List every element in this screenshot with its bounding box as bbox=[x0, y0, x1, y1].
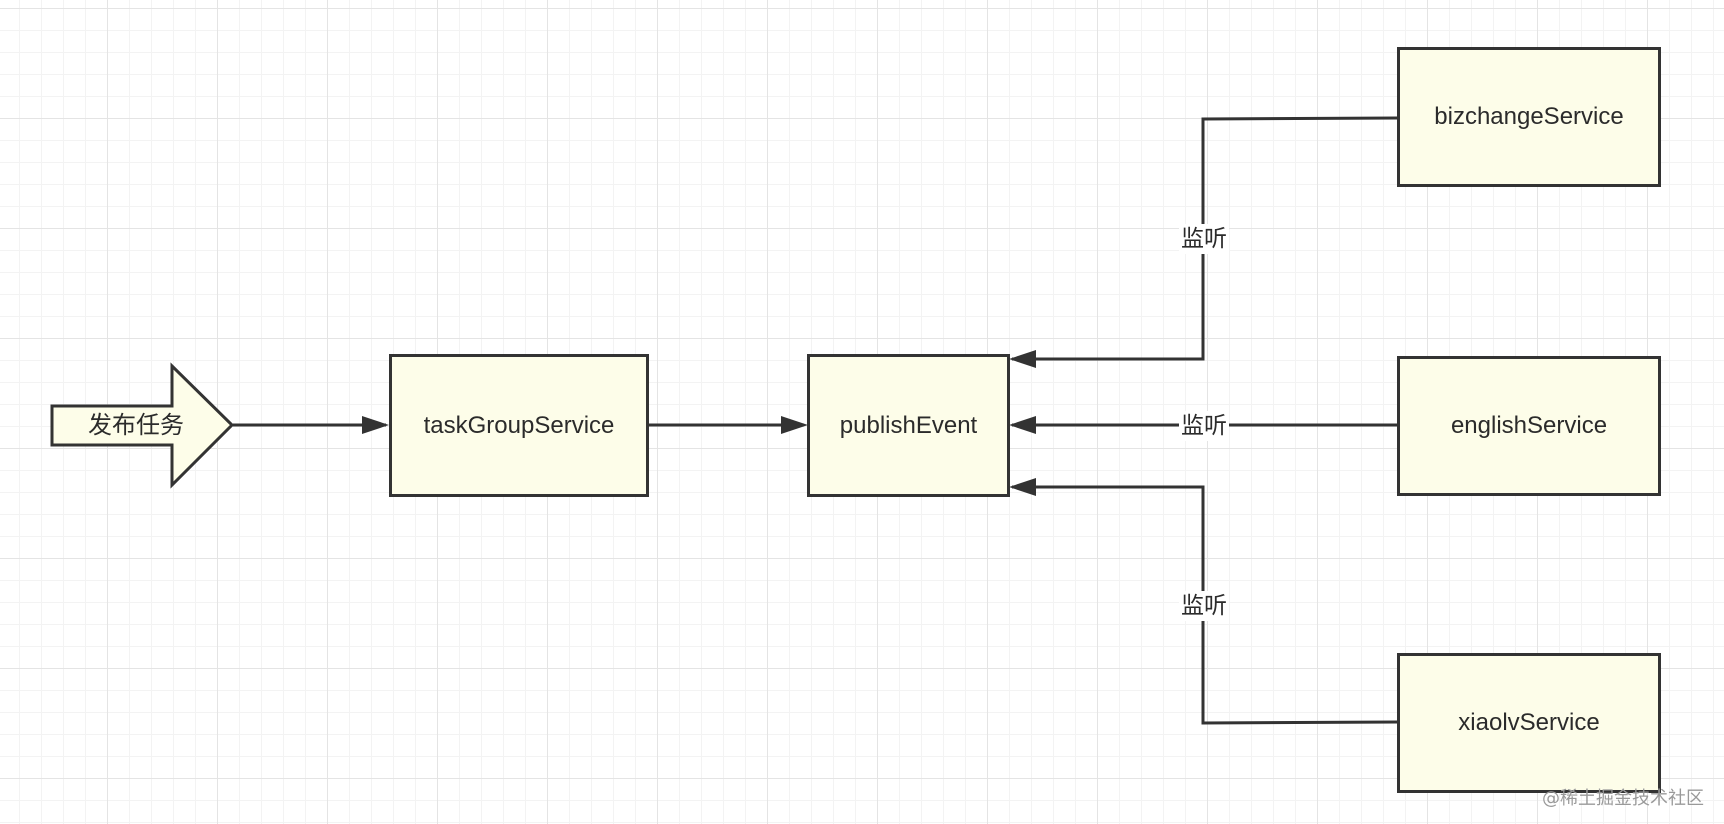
publish-task-label: 发布任务 bbox=[88, 411, 184, 439]
english-service-box[interactable]: englishService bbox=[1397, 356, 1661, 496]
bizchange-service-box[interactable]: bizchangeService bbox=[1397, 47, 1661, 187]
publish-task-arrow-shape bbox=[50, 362, 235, 489]
edge-label-bizchange: 监听 bbox=[1179, 224, 1229, 254]
english-service-label: englishService bbox=[1450, 412, 1608, 439]
xiaolv-service-label: xiaolvService bbox=[1458, 709, 1600, 736]
publish-event-box[interactable]: publishEvent bbox=[807, 354, 1010, 497]
task-group-service-label: taskGroupService bbox=[423, 411, 615, 439]
arrowhead-bizchange bbox=[1009, 350, 1036, 368]
xiaolv-service-box[interactable]: xiaolvService bbox=[1397, 653, 1661, 793]
edge-label-english: 监听 bbox=[1179, 411, 1229, 441]
arrowhead-taskgroup bbox=[362, 416, 389, 434]
publish-event-label: publishEvent bbox=[839, 411, 978, 439]
task-group-service-box[interactable]: taskGroupService bbox=[389, 354, 649, 497]
edge-label-xiaolv: 监听 bbox=[1179, 591, 1229, 621]
arrowhead-english bbox=[1009, 416, 1036, 434]
bizchange-service-label: bizchangeService bbox=[1434, 103, 1624, 130]
watermark-text: @稀土掘金技术社区 bbox=[1542, 788, 1704, 809]
arrowhead-publish-left bbox=[781, 416, 808, 434]
arrowhead-xiaolv bbox=[1009, 478, 1036, 496]
